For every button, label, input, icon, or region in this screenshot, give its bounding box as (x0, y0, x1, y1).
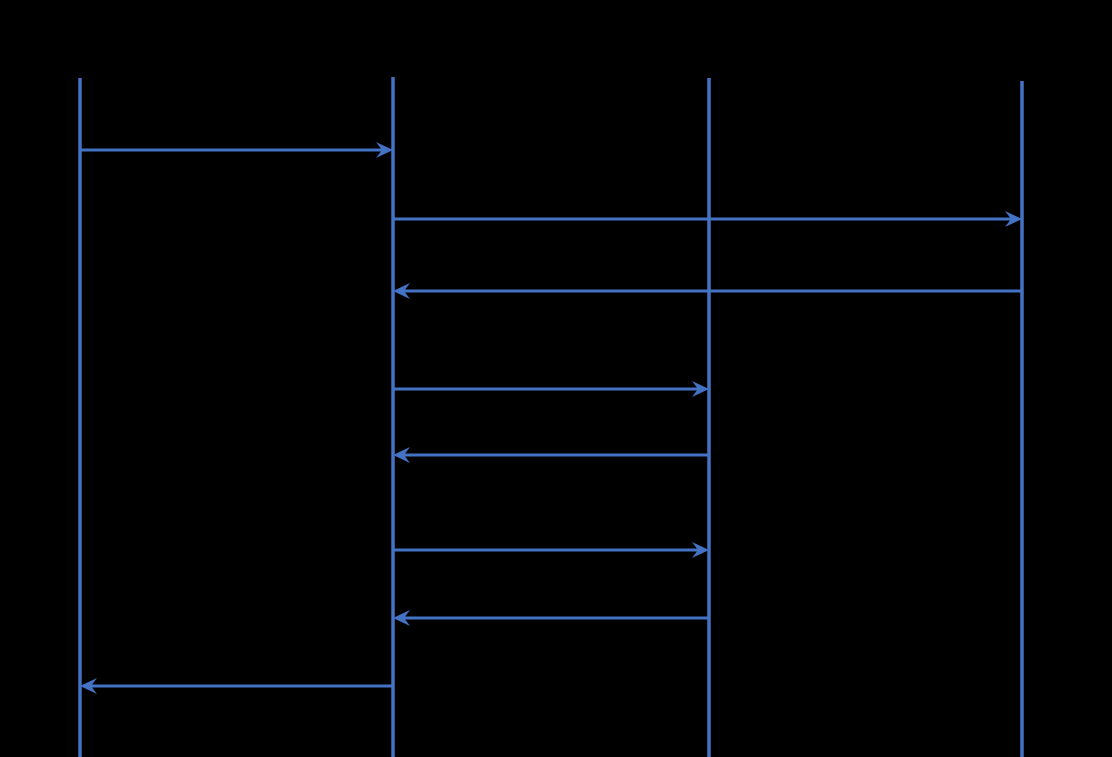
message-5 (393, 447, 709, 463)
message-2-arrowhead-icon (1005, 211, 1022, 227)
message-2 (393, 211, 1022, 227)
message-7 (393, 610, 709, 626)
message-1 (80, 142, 393, 158)
message-6 (393, 542, 709, 558)
message-4-arrowhead-icon (692, 381, 709, 397)
message-6-arrowhead-icon (692, 542, 709, 558)
message-3-arrowhead-icon (393, 283, 410, 299)
message-7-arrowhead-icon (393, 610, 410, 626)
message-8-arrowhead-icon (80, 678, 97, 694)
message-4 (393, 381, 709, 397)
message-3 (393, 283, 1022, 299)
message-8 (80, 678, 393, 694)
message-1-arrowhead-icon (376, 142, 393, 158)
message-5-arrowhead-icon (393, 447, 410, 463)
